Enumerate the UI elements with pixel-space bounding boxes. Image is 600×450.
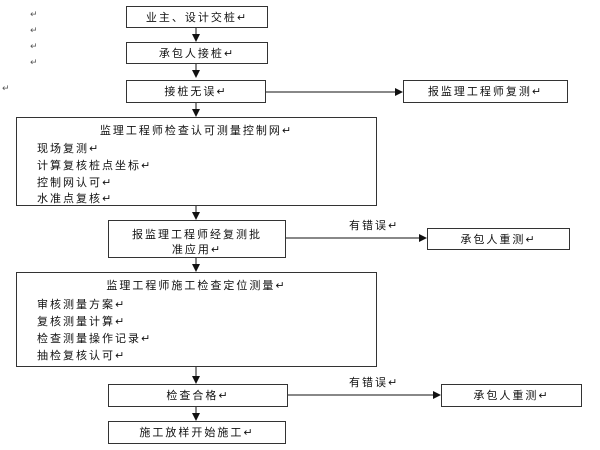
stake-check-box: 接桩无误↵ (126, 80, 266, 103)
edge-label-error: 有错误↵ (349, 376, 400, 389)
engineer-check-item: 控制网认可↵ (37, 176, 114, 189)
remeasure-box-2: 承包人重测↵ (441, 384, 582, 407)
approval-box: 报监理工程师经复测批 准应用↵ (108, 220, 286, 258)
remeasure-box-1: 承包人重测↵ (427, 228, 570, 250)
owner-handover-box: 业主、设计交桩↵ (126, 6, 268, 28)
start-construction-box: 施工放样开始施工↵ (108, 421, 286, 444)
contractor-receive-label: 承包人接桩↵ (158, 46, 236, 60)
margin-mark: ↵ (30, 58, 38, 68)
edge-label-error: 有错误↵ (349, 219, 400, 232)
positioning-title: 监理工程师施工检查定位测量↵ (106, 279, 287, 292)
inspection-pass-label: 检查合格↵ (166, 389, 230, 402)
engineer-check-item: 现场复测↵ (37, 142, 101, 155)
engineer-check-title: 监理工程师检查认可测量控制网↵ (99, 124, 294, 137)
contractor-receive-box: 承包人接桩↵ (126, 42, 268, 64)
margin-mark: ↵ (30, 42, 38, 52)
stake-check-label: 接桩无误↵ (164, 85, 228, 98)
approval-label-line1: 报监理工程师经复测批 (132, 228, 262, 241)
positioning-item: 检查测量操作记录↵ (37, 332, 153, 345)
positioning-item: 复核测量计算↵ (37, 315, 127, 328)
remeasure-label: 承包人重测↵ (460, 232, 537, 246)
start-construction-label: 施工放样开始施工↵ (139, 426, 255, 439)
margin-mark: ↵ (2, 84, 10, 94)
engineer-check-item: 计算复核桩点坐标↵ (37, 159, 153, 172)
positioning-item: 审核测量方案↵ (37, 298, 127, 311)
approval-label-line2: 准应用↵ (171, 243, 223, 256)
inspection-pass-box: 检查合格↵ (108, 384, 288, 407)
positioning-item: 抽检复核认可↵ (37, 349, 127, 362)
positioning-box: 监理工程师施工检查定位测量↵ 审核测量方案↵ 复核测量计算↵ 检查测量操作记录↵… (16, 272, 377, 367)
margin-mark: ↵ (30, 26, 38, 36)
remeasure-label: 承包人重测↵ (473, 389, 550, 402)
margin-mark: ↵ (30, 10, 38, 20)
owner-handover-label: 业主、设计交桩↵ (145, 10, 249, 24)
report-review-box: 报监理工程师复测↵ (403, 80, 568, 103)
engineer-check-box: 监理工程师检查认可测量控制网↵ 现场复测↵ 计算复核桩点坐标↵ 控制网认可↵ 水… (16, 117, 377, 206)
engineer-check-item: 水准点复核↵ (37, 192, 114, 205)
report-review-label: 报监理工程师复测↵ (427, 85, 544, 98)
